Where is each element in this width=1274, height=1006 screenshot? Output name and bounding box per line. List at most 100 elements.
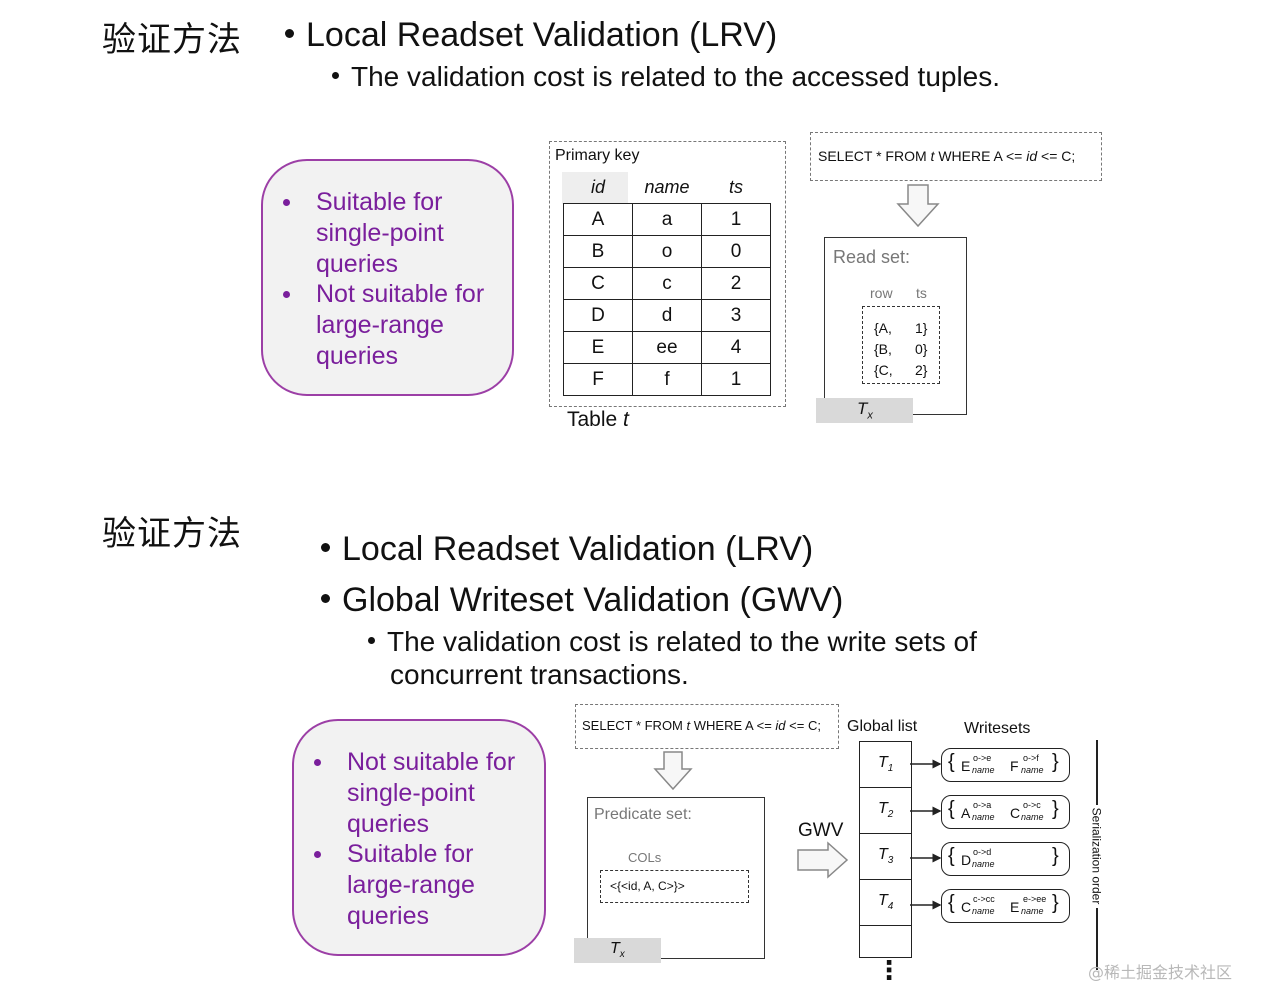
read-set-entries [862, 306, 940, 384]
cell: D [563, 299, 633, 332]
table-caption: Table t [567, 408, 629, 432]
transaction-t3: T3 [878, 846, 893, 866]
ws-sub: name [972, 765, 995, 775]
note-bullet-dot [314, 851, 321, 858]
writeset-t3: { D o->d name } [941, 842, 1070, 876]
sql-part: t [930, 148, 935, 164]
transaction-label: T [878, 754, 888, 771]
ws-sup: c->cc [973, 894, 995, 904]
sql-query: SELECT * FROM t WHERE A <= id <= C; [818, 148, 1075, 164]
read-set-ts-value: 0} [915, 341, 928, 357]
note-line: queries [316, 342, 398, 370]
sql-query-box [810, 132, 1102, 181]
predicate-set-panel [587, 797, 765, 959]
suitability-note-2: Not suitable for single-point queries Su… [292, 719, 546, 956]
note-line: queries [347, 902, 429, 930]
note-line: large-range [347, 871, 475, 899]
gwv-label: GWV [798, 820, 844, 841]
transaction-t4: T4 [878, 892, 893, 912]
serialization-axis-top [1096, 740, 1098, 805]
transaction-sub: 1 [887, 763, 894, 775]
bullet-dot [321, 593, 330, 603]
col-header-id: id [590, 177, 605, 197]
predicate-entry: <{<id, A, C>}> [610, 879, 685, 893]
bullet-dot [321, 542, 330, 552]
bullet-text: The validation cost is related to the ac… [351, 61, 1001, 92]
pk-highlight [562, 172, 628, 204]
sql-part: SELECT * FROM [818, 148, 931, 164]
read-set-row: {B, [874, 341, 892, 357]
bullet-text: Local Readset Validation (LRV) [342, 530, 814, 568]
sql-part: WHERE A <= [690, 718, 776, 733]
sql-query-2: SELECT * FROM t WHERE A <= id <= C; [582, 718, 821, 733]
ws-sup: o->e [973, 753, 992, 763]
read-set-panel [824, 237, 967, 415]
sql-part: id [1026, 148, 1038, 164]
ws-sup: o->a [973, 800, 992, 810]
sql-part: t [686, 718, 691, 733]
tx-label-sub: x [867, 409, 873, 422]
tx-tag-2 [574, 938, 661, 963]
col-header-name: name [644, 177, 690, 197]
ws-sup: o->d [973, 847, 992, 857]
ws-sub: name [972, 859, 995, 869]
transaction-label: T [878, 846, 888, 863]
tx-label-sub: x [619, 949, 625, 961]
slide1-bullet-lrv: Local Readset Validation (LRV) [285, 16, 777, 55]
ws-sup: o->f [1023, 753, 1039, 763]
writesets-label: Writesets [964, 720, 1031, 737]
cell: o [632, 235, 702, 268]
transaction-t2: T2 [878, 800, 893, 820]
cell: 2 [701, 267, 771, 300]
ws-sub: name [972, 906, 995, 916]
watermark: @稀土掘金技术社区 [1088, 963, 1233, 982]
sql-part: <= C; [1037, 148, 1076, 164]
bullet-dot [368, 637, 375, 645]
ws-sub: name [1021, 906, 1044, 916]
note-bullet-dot [314, 759, 321, 766]
ws-base: E [961, 758, 971, 774]
note-line: Suitable for [316, 188, 443, 216]
cell: d [632, 299, 702, 332]
more-ellipsis: ⋮ [876, 955, 902, 985]
slide1-title: 验证方法 [102, 20, 242, 60]
tx-tag [816, 398, 913, 423]
cell: 0 [701, 235, 771, 268]
tx-label-text: T [857, 399, 868, 418]
tx-label-text: T [610, 940, 620, 957]
ws-base: E [1010, 899, 1020, 915]
cell: 1 [701, 203, 771, 236]
table-frame [549, 141, 786, 407]
read-set-row: {A, [874, 320, 892, 336]
slide2-bullet-sub-cont: concurrent transactions. [390, 659, 689, 690]
note-line: queries [316, 250, 398, 278]
sql-part: WHERE A <= [934, 148, 1027, 164]
slide2-bullet-lrv: Local Readset Validation (LRV) [321, 530, 813, 569]
serialization-axis-bottom [1096, 908, 1098, 970]
ws-sub: name [1021, 812, 1044, 822]
note-bullet-dot [283, 291, 290, 298]
sql-part: id [775, 718, 786, 733]
connector-arrows [910, 759, 942, 910]
read-set-ts: 1} 0} 2} [915, 318, 927, 381]
predicate-set-title: Predicate set: [594, 806, 692, 823]
note-item-not-suitable: Not suitable for large-range queries [316, 279, 484, 372]
bullet-text: Global Writeset Validation (GWV) [342, 581, 844, 619]
cell: B [563, 235, 633, 268]
writeset-t4: { C c->cc name E e->ee name } [941, 889, 1070, 923]
transaction-t1: T1 [878, 754, 893, 774]
ws-base: C [961, 899, 972, 915]
global-list-label: Global list [847, 718, 918, 735]
global-list-slot-5 [859, 925, 912, 958]
transaction-label: T [878, 892, 888, 909]
table-caption-text: Table [567, 408, 618, 431]
cell: E [563, 331, 633, 364]
primary-key-label: Primary key [555, 147, 640, 164]
read-set-col-ts: ts [916, 285, 927, 301]
bullet-dot [332, 72, 339, 80]
sql-query-box-2 [575, 704, 839, 749]
read-set-col-row: row [870, 285, 893, 301]
